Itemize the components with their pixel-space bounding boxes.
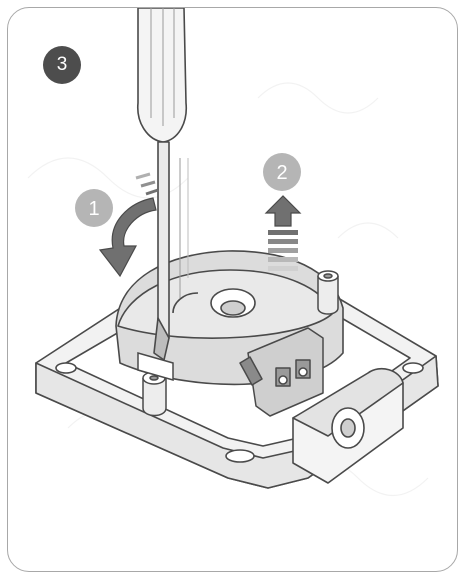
step-1-label: 1	[88, 198, 99, 220]
instruction-panel: 1 2 3	[7, 7, 458, 572]
step-illustration: 1 2	[27, 8, 439, 497]
lift-arrow-icon	[264, 195, 302, 271]
screw-post-right	[317, 270, 339, 315]
step-2-label: 2	[276, 162, 287, 184]
screwdriver-icon	[137, 8, 189, 361]
step-1-badge: 1	[75, 189, 113, 227]
clip-bracket	[292, 367, 404, 484]
screw-post-left	[142, 371, 167, 417]
rotate-arrow-icon	[98, 172, 159, 278]
clip-slot	[137, 352, 174, 381]
step-number-badge: 3	[43, 46, 81, 84]
step-2-badge: 2	[263, 153, 301, 191]
terminal-block	[239, 327, 324, 417]
